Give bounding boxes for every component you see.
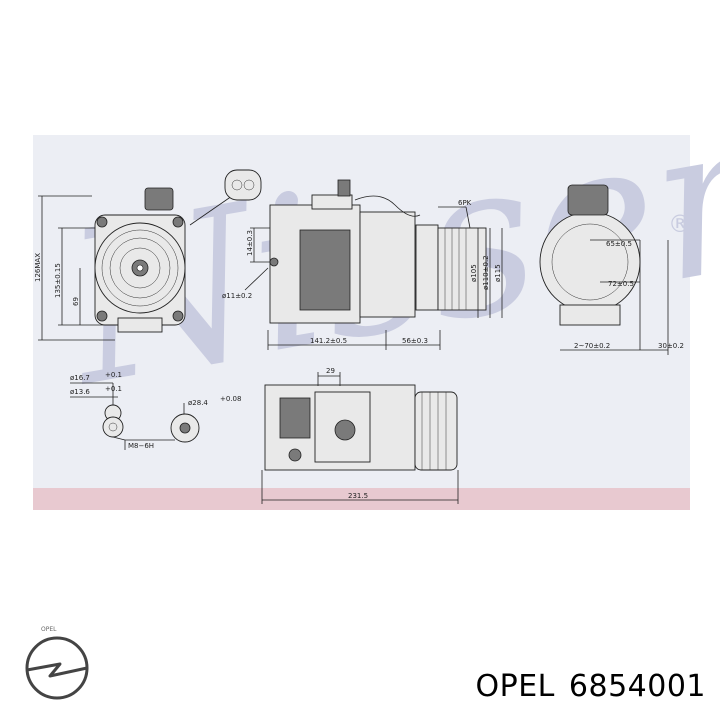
dim-port-28-tol: +0.08 — [220, 395, 241, 403]
front-view — [38, 169, 262, 341]
dim-dia-115: ø115 — [494, 264, 502, 282]
dim-overall-231: 231.5 — [348, 492, 368, 500]
dim-dia-110: ø110±0.2 — [482, 255, 490, 290]
dim-length-141: 141.2±0.5 — [310, 337, 347, 345]
top-view — [261, 372, 459, 504]
rear-view — [539, 184, 669, 355]
opel-logo-wordmark: OPEL — [41, 626, 57, 633]
dim-top-29: 29 — [326, 367, 335, 375]
dim-side-70: 2~70±0.2 — [574, 342, 610, 350]
port-detail — [70, 382, 200, 450]
registered-mark: ® — [668, 210, 692, 238]
dim-side-72: 72±0.5 — [608, 280, 634, 288]
dim-dia-105: ø105 — [470, 264, 478, 282]
dim-side-30: 30±0.2 — [658, 342, 684, 350]
dim-port-16-tol: +0.1 — [105, 371, 122, 379]
dim-belt-6pk: 6PK — [458, 199, 472, 207]
dim-length-56: 56±0.3 — [402, 337, 428, 345]
dim-height-69: 69 — [72, 297, 80, 306]
dim-height-135: 135±0.15 — [54, 263, 62, 298]
dim-port-28: ø28.4 — [188, 399, 208, 407]
dim-port-13: ø13.6 — [70, 388, 90, 396]
dim-thread-m8: M8−6H — [128, 442, 154, 450]
dim-hole-11: ø11±0.2 — [222, 292, 252, 300]
dim-port-16: ø16.7 — [70, 374, 90, 382]
dim-max-height: 126MAX — [34, 253, 42, 282]
side-view — [244, 179, 503, 350]
dim-bracket-14: 14±0.3 — [246, 230, 254, 256]
part-caption: OPEL 6854001 — [476, 664, 706, 708]
dim-side-65: 65±0.5 — [606, 240, 632, 248]
opel-logo: OPEL — [25, 626, 89, 700]
dim-port-13-tol: +0.1 — [105, 385, 122, 393]
brand-name: OPEL — [475, 668, 555, 704]
pink-band — [33, 488, 690, 510]
part-number: 6854001 — [568, 668, 706, 704]
